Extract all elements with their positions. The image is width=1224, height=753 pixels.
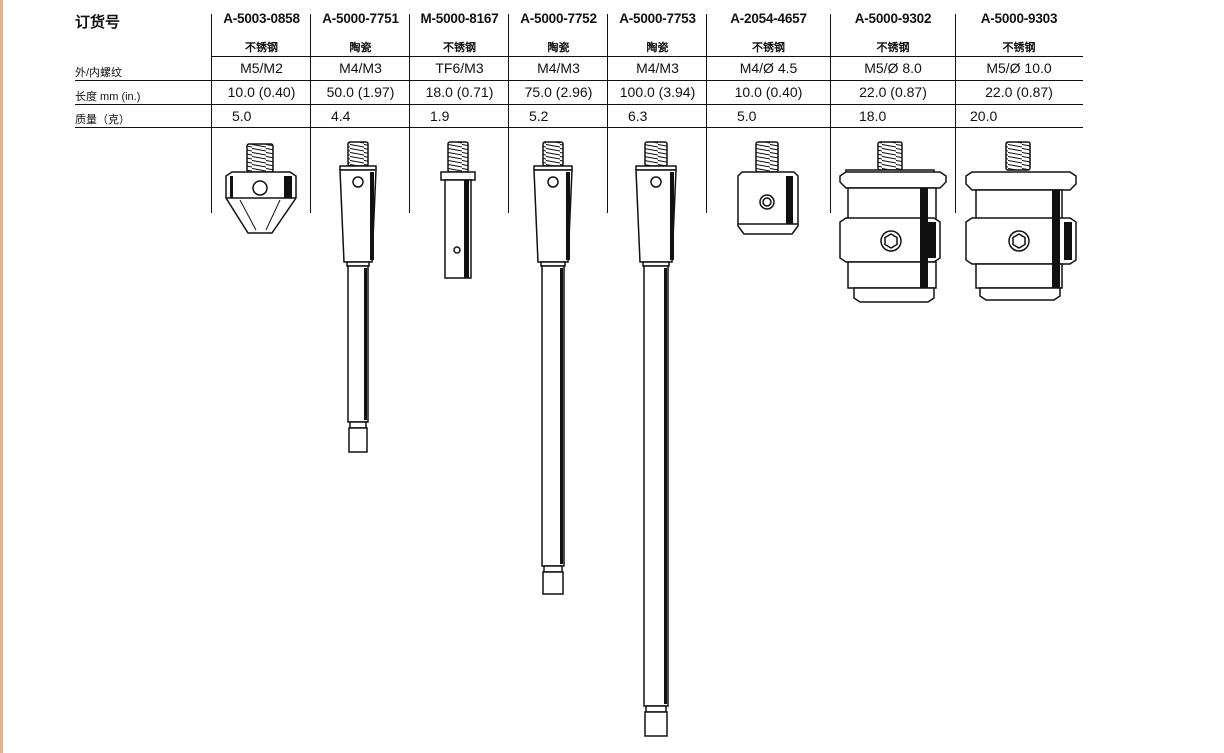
rule-under-thread [75,80,1083,81]
mass-value: 4.4 [331,108,351,124]
thread-value: M4/M3 [537,60,580,76]
material: 陶瓷 [547,42,570,54]
mass-row-label: 质量（克） [75,114,130,126]
mass-value: 1.9 [430,108,450,124]
material: 陶瓷 [349,42,372,54]
order-code: A-5000-9303 [980,11,1058,26]
material: 不锈钢 [443,42,476,54]
rule-under-material [211,56,1083,57]
mass-value: 20.0 [970,108,998,124]
col-divider [508,14,509,213]
length-value: 18.0 (0.71) [425,84,494,100]
col-divider [211,14,212,213]
length-value: 22.0 (0.87) [985,84,1053,100]
col-divider [409,14,410,213]
material: 不锈钢 [876,42,910,54]
drawing-a-5000-9302 [839,141,947,303]
drawing-a-5000-7752 [533,141,573,595]
order-code: A-5000-7753 [619,11,696,26]
material: 不锈钢 [752,42,785,54]
thread-value: M4/M3 [339,60,382,76]
col-divider [830,14,831,213]
mass-value: 6.3 [628,108,648,124]
col-divider [310,14,311,213]
order-number-label: 订货号 [75,14,121,31]
col-divider [607,14,608,213]
length-value: 22.0 (0.87) [859,84,927,100]
length-value: 50.0 (1.97) [326,84,395,100]
mass-value: 18.0 [859,108,887,124]
col-divider [706,14,707,213]
drawing-m-5000-8167 [440,141,476,279]
thread-value: M5/Ø 8.0 [864,60,922,76]
length-value: 10.0 (0.40) [734,84,803,100]
rule-under-mass [75,127,1083,128]
thread-value: M4/M3 [636,60,679,76]
order-code: A-5000-7751 [322,11,399,26]
drawing-a-5000-7753 [635,141,677,737]
rule-under-length [75,104,1083,105]
material: 不锈钢 [245,42,278,54]
length-value: 10.0 (0.40) [227,84,296,100]
thread-value: M5/Ø 10.0 [986,60,1052,76]
drawing-a-5000-7751 [339,141,377,453]
length-row-label: 长度 mm (in.) [75,91,141,103]
mass-value: 5.2 [529,108,549,124]
drawing-a-5000-9303 [965,141,1077,301]
drawing-a-2054-4657 [737,141,799,235]
material: 陶瓷 [646,42,669,54]
drawing-a-5003-0858 [225,143,297,234]
order-code: M-5000-8167 [420,11,499,26]
thread-row-label: 外/内螺纹 [75,67,123,79]
order-code: A-2054-4657 [730,11,807,26]
mass-value: 5.0 [737,108,757,124]
material: 不锈钢 [1002,42,1036,54]
order-code: A-5003-0858 [223,11,300,26]
order-code: A-5000-9302 [854,11,932,26]
thread-value: M5/M2 [240,60,283,76]
mass-value: 5.0 [232,108,252,124]
col-divider [955,14,956,213]
length-value: 75.0 (2.96) [524,84,593,100]
order-code: A-5000-7752 [520,11,597,26]
left-edge-bar [0,0,3,753]
length-value: 100.0 (3.94) [619,84,696,100]
thread-value: TF6/M3 [435,60,484,76]
thread-value: M4/Ø 4.5 [739,60,798,76]
